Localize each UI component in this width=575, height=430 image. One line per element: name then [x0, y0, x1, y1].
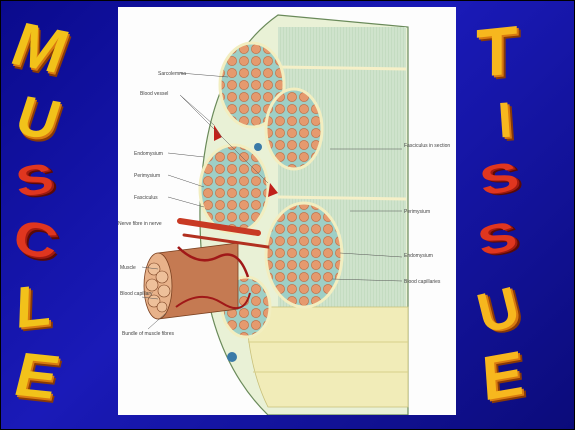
blood-vessel-blue	[254, 143, 262, 151]
fascicle	[200, 145, 268, 233]
label-fasciculus-section: Fasciculus in section	[404, 143, 450, 149]
left-letter-5: L	[15, 276, 52, 338]
label-perimysium: Perimysium	[134, 173, 160, 179]
illustration-panel: Sarcolemma Blood vessel Endomysium Perim…	[118, 7, 456, 415]
label-nerve: Nerve fibre in nerve	[118, 221, 162, 227]
label-endomysium-right: Endomysium	[404, 253, 433, 259]
left-letter-3: S	[13, 157, 56, 204]
label-muscle: Muscle	[120, 265, 136, 271]
lower-fibres	[246, 307, 408, 407]
left-letter-4: C	[10, 213, 61, 268]
fascicle	[266, 203, 342, 307]
muscle-cross-section-diagram: Sarcolemma Blood vessel Endomysium Perim…	[118, 7, 456, 415]
label-fibres: Bundle of muscle fibres	[122, 331, 174, 337]
label-blood-vessel: Blood vessel	[140, 91, 168, 97]
label-perimysium-right: Perimysium	[404, 209, 430, 215]
label-fasciculus: Fasciculus	[134, 195, 158, 201]
right-letter-3: S	[477, 156, 522, 203]
blood-vessel-blue	[227, 352, 237, 362]
label-sarcolemma: Sarcolemma	[158, 71, 186, 77]
label-blood-capillary: Blood capillary	[120, 291, 153, 297]
label-capillaries: Blood capillaries	[404, 279, 441, 285]
right-letter-4: S	[474, 215, 520, 263]
right-letter-6: E	[480, 342, 525, 411]
right-letter-1: T	[476, 16, 517, 89]
fascicle	[266, 89, 322, 169]
label-endomysium: Endomysium	[134, 151, 163, 157]
